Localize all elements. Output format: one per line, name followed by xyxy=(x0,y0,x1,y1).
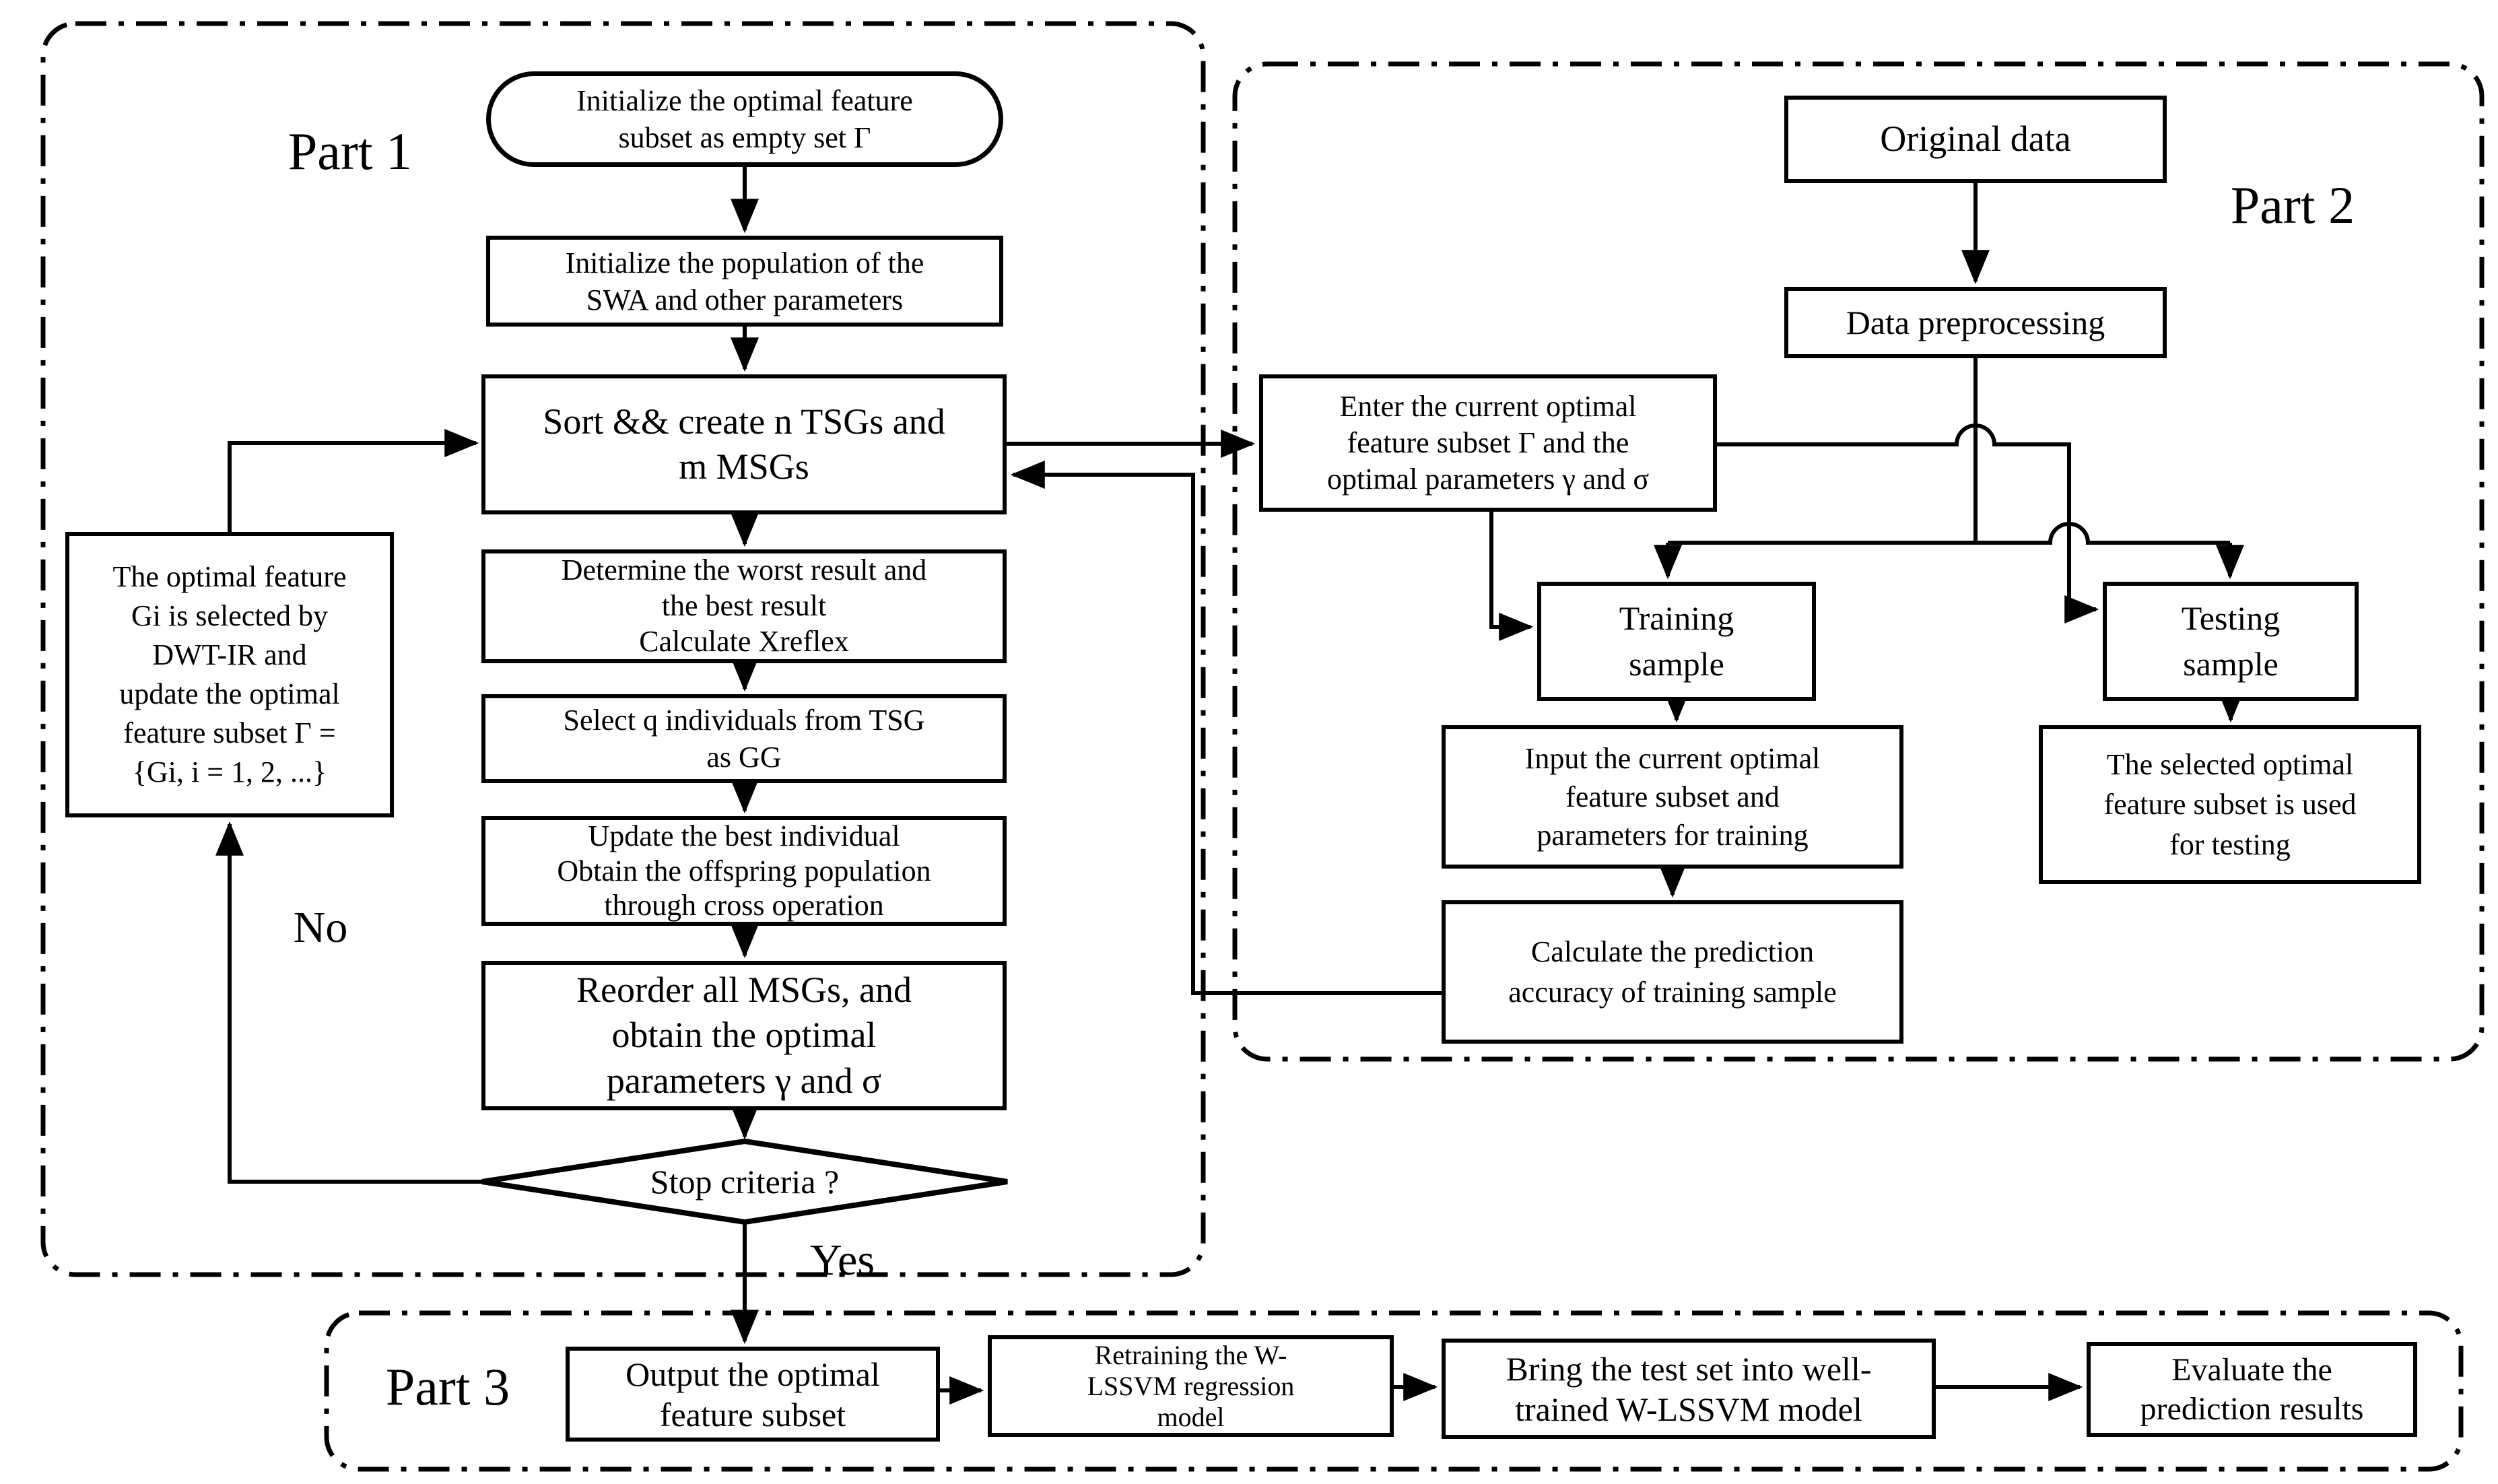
node-testing-sample: Testing sample xyxy=(2103,582,2359,701)
node-initialize-subset: Initialize the optimal feature subset as… xyxy=(486,71,1003,167)
node-sort-create: Sort && create n TSGs and m MSGs xyxy=(481,374,1007,514)
connector-split-bar xyxy=(1668,522,2230,545)
node-output-subset: Output the optimal feature subset xyxy=(566,1347,940,1442)
connector-enter-to-training xyxy=(1489,512,1534,641)
node-original-data: Original data xyxy=(1784,96,2167,183)
node-data-preprocessing: Data preprocessing xyxy=(1784,287,2167,358)
connector-calculate-back-to-sort xyxy=(1010,461,1442,995)
node-select-individuals: Select q individuals from TSG as GG xyxy=(481,694,1007,783)
stop-criteria-text: Stop criteria ? xyxy=(650,1163,840,1201)
yes-branch-label: Yes xyxy=(809,1236,875,1285)
node-selected-testing: The selected optimal feature subset is u… xyxy=(2039,725,2421,884)
stop-criteria-diamond xyxy=(481,1138,1008,1225)
node-reorder-msgs: Reorder all MSGs, and obtain the optimal… xyxy=(481,961,1007,1110)
node-bring-test: Bring the test set into well- trained W-… xyxy=(1442,1339,1936,1439)
node-calculate-accuracy: Calculate the prediction accuracy of tra… xyxy=(1442,900,1903,1044)
node-input-training: Input the current optimal feature subset… xyxy=(1442,725,1903,869)
part1-region-border xyxy=(40,21,1206,1277)
node-retrain-model: Retraining the W- LSSVM regression model xyxy=(988,1335,1394,1437)
node-initialize-population: Initialize the population of the SWA and… xyxy=(486,236,1003,327)
connector-dwtbox-to-sort xyxy=(228,429,479,532)
part2-label: Part 2 xyxy=(2230,176,2355,234)
part3-label: Part 3 xyxy=(385,1357,510,1416)
part3-region-border xyxy=(324,1310,2464,1472)
no-branch-label: No xyxy=(293,902,348,952)
node-training-sample: Training sample xyxy=(1537,582,1816,701)
connector-enter-to-testing xyxy=(1717,424,2099,623)
node-determine-results: Determine the worst result and the best … xyxy=(481,549,1007,663)
connector-no-loop xyxy=(215,821,482,1184)
node-dwt-update: The optimal feature Gi is selected by DW… xyxy=(65,532,394,817)
node-update-best: Update the best individual Obtain the of… xyxy=(481,816,1007,926)
node-evaluate: Evaluate the prediction results xyxy=(2087,1342,2417,1437)
node-enter-subset: Enter the current optimal feature subset… xyxy=(1259,374,1717,512)
part2-region-border xyxy=(1232,61,2485,1062)
part1-label: Part 1 xyxy=(288,122,413,180)
